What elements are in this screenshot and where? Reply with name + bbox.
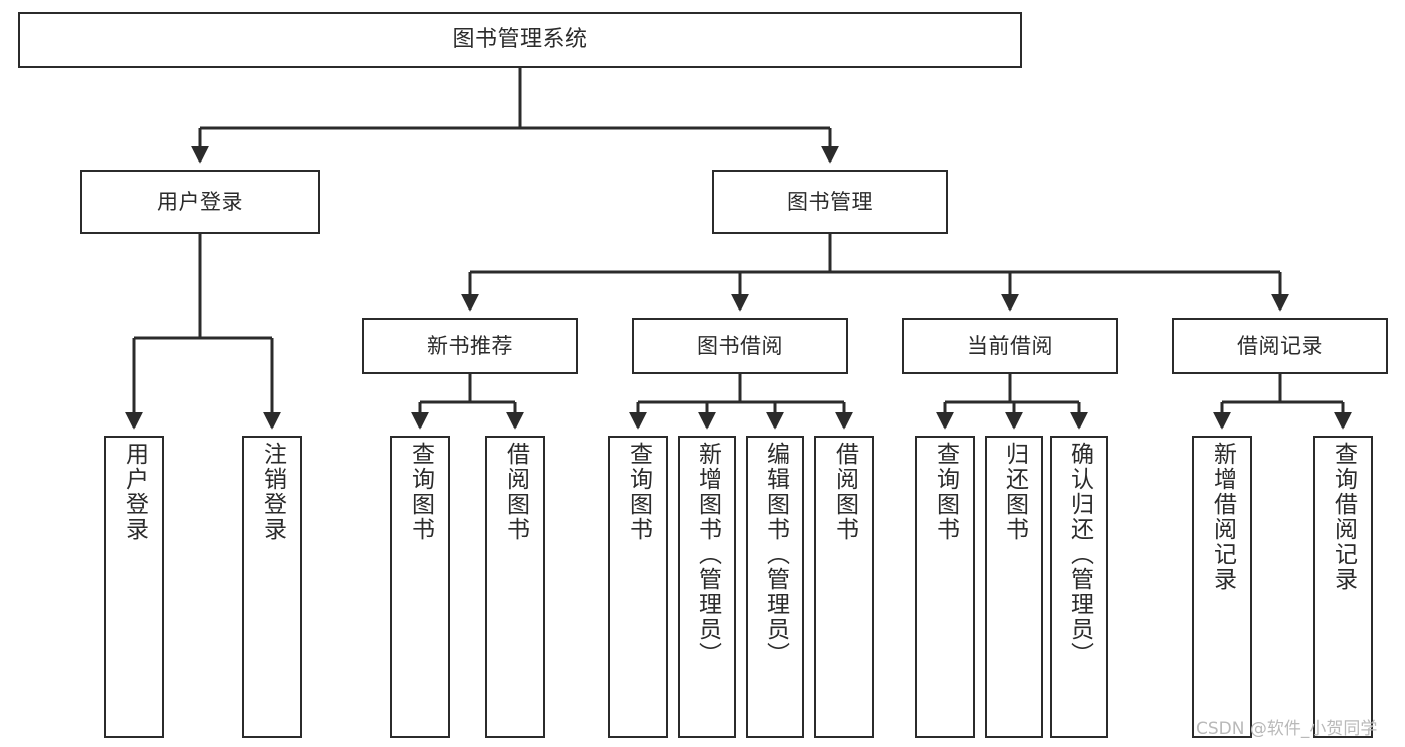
leaf-record-query-record[interactable]: 查询借阅记录 — [1313, 436, 1373, 738]
node-label: 图书借阅 — [697, 333, 783, 358]
leaf-record-add-record[interactable]: 新增借阅记录 — [1192, 436, 1252, 738]
leaf-borrow-edit-book-admin[interactable]: 编辑图书（管理员） — [746, 436, 804, 738]
leaf-user-login-signin[interactable]: 用户登录 — [104, 436, 164, 738]
leaf-label: 注销登录 — [259, 442, 286, 542]
leaf-user-login-signout[interactable]: 注销登录 — [242, 436, 302, 738]
node-label: 借阅记录 — [1237, 333, 1323, 358]
node-label: 用户登录 — [157, 189, 243, 214]
leaf-current-query-book[interactable]: 查询图书 — [915, 436, 975, 738]
node-root-system[interactable]: 图书管理系统 — [18, 12, 1022, 68]
leaf-label: 新增图书（管理员） — [694, 442, 721, 667]
leaf-current-return-book[interactable]: 归还图书 — [985, 436, 1043, 738]
leaf-label: 用户登录 — [121, 442, 148, 542]
leaf-label: 编辑图书（管理员） — [762, 442, 789, 667]
node-user-login[interactable]: 用户登录 — [80, 170, 320, 234]
node-label: 图书管理系统 — [452, 27, 588, 53]
node-label: 当前借阅 — [967, 333, 1053, 358]
leaf-label: 查询图书 — [932, 442, 959, 542]
leaf-label: 查询图书 — [625, 442, 652, 542]
node-current-borrow[interactable]: 当前借阅 — [902, 318, 1118, 374]
leaf-label: 查询图书 — [407, 442, 434, 542]
node-borrow-record[interactable]: 借阅记录 — [1172, 318, 1388, 374]
node-label: 图书管理 — [787, 189, 873, 214]
leaf-current-confirm-return-admin[interactable]: 确认归还（管理员） — [1050, 436, 1108, 738]
leaf-label: 确认归还（管理员） — [1066, 442, 1093, 667]
node-book-management[interactable]: 图书管理 — [712, 170, 948, 234]
leaf-borrow-borrow-book[interactable]: 借阅图书 — [814, 436, 874, 738]
leaf-label: 归还图书 — [1001, 442, 1028, 542]
leaf-label: 借阅图书 — [502, 442, 529, 542]
leaf-borrow-add-book-admin[interactable]: 新增图书（管理员） — [678, 436, 736, 738]
node-new-book-recommend[interactable]: 新书推荐 — [362, 318, 578, 374]
leaf-label: 借阅图书 — [831, 442, 858, 542]
leaf-new-book-borrow[interactable]: 借阅图书 — [485, 436, 545, 738]
leaf-label: 查询借阅记录 — [1330, 442, 1357, 592]
leaf-borrow-query-book[interactable]: 查询图书 — [608, 436, 668, 738]
watermark-text: CSDN @软件_小贺同学 — [1196, 719, 1378, 739]
node-label: 新书推荐 — [427, 333, 513, 358]
leaf-new-book-query[interactable]: 查询图书 — [390, 436, 450, 738]
leaf-label: 新增借阅记录 — [1209, 442, 1236, 592]
node-book-borrow[interactable]: 图书借阅 — [632, 318, 848, 374]
